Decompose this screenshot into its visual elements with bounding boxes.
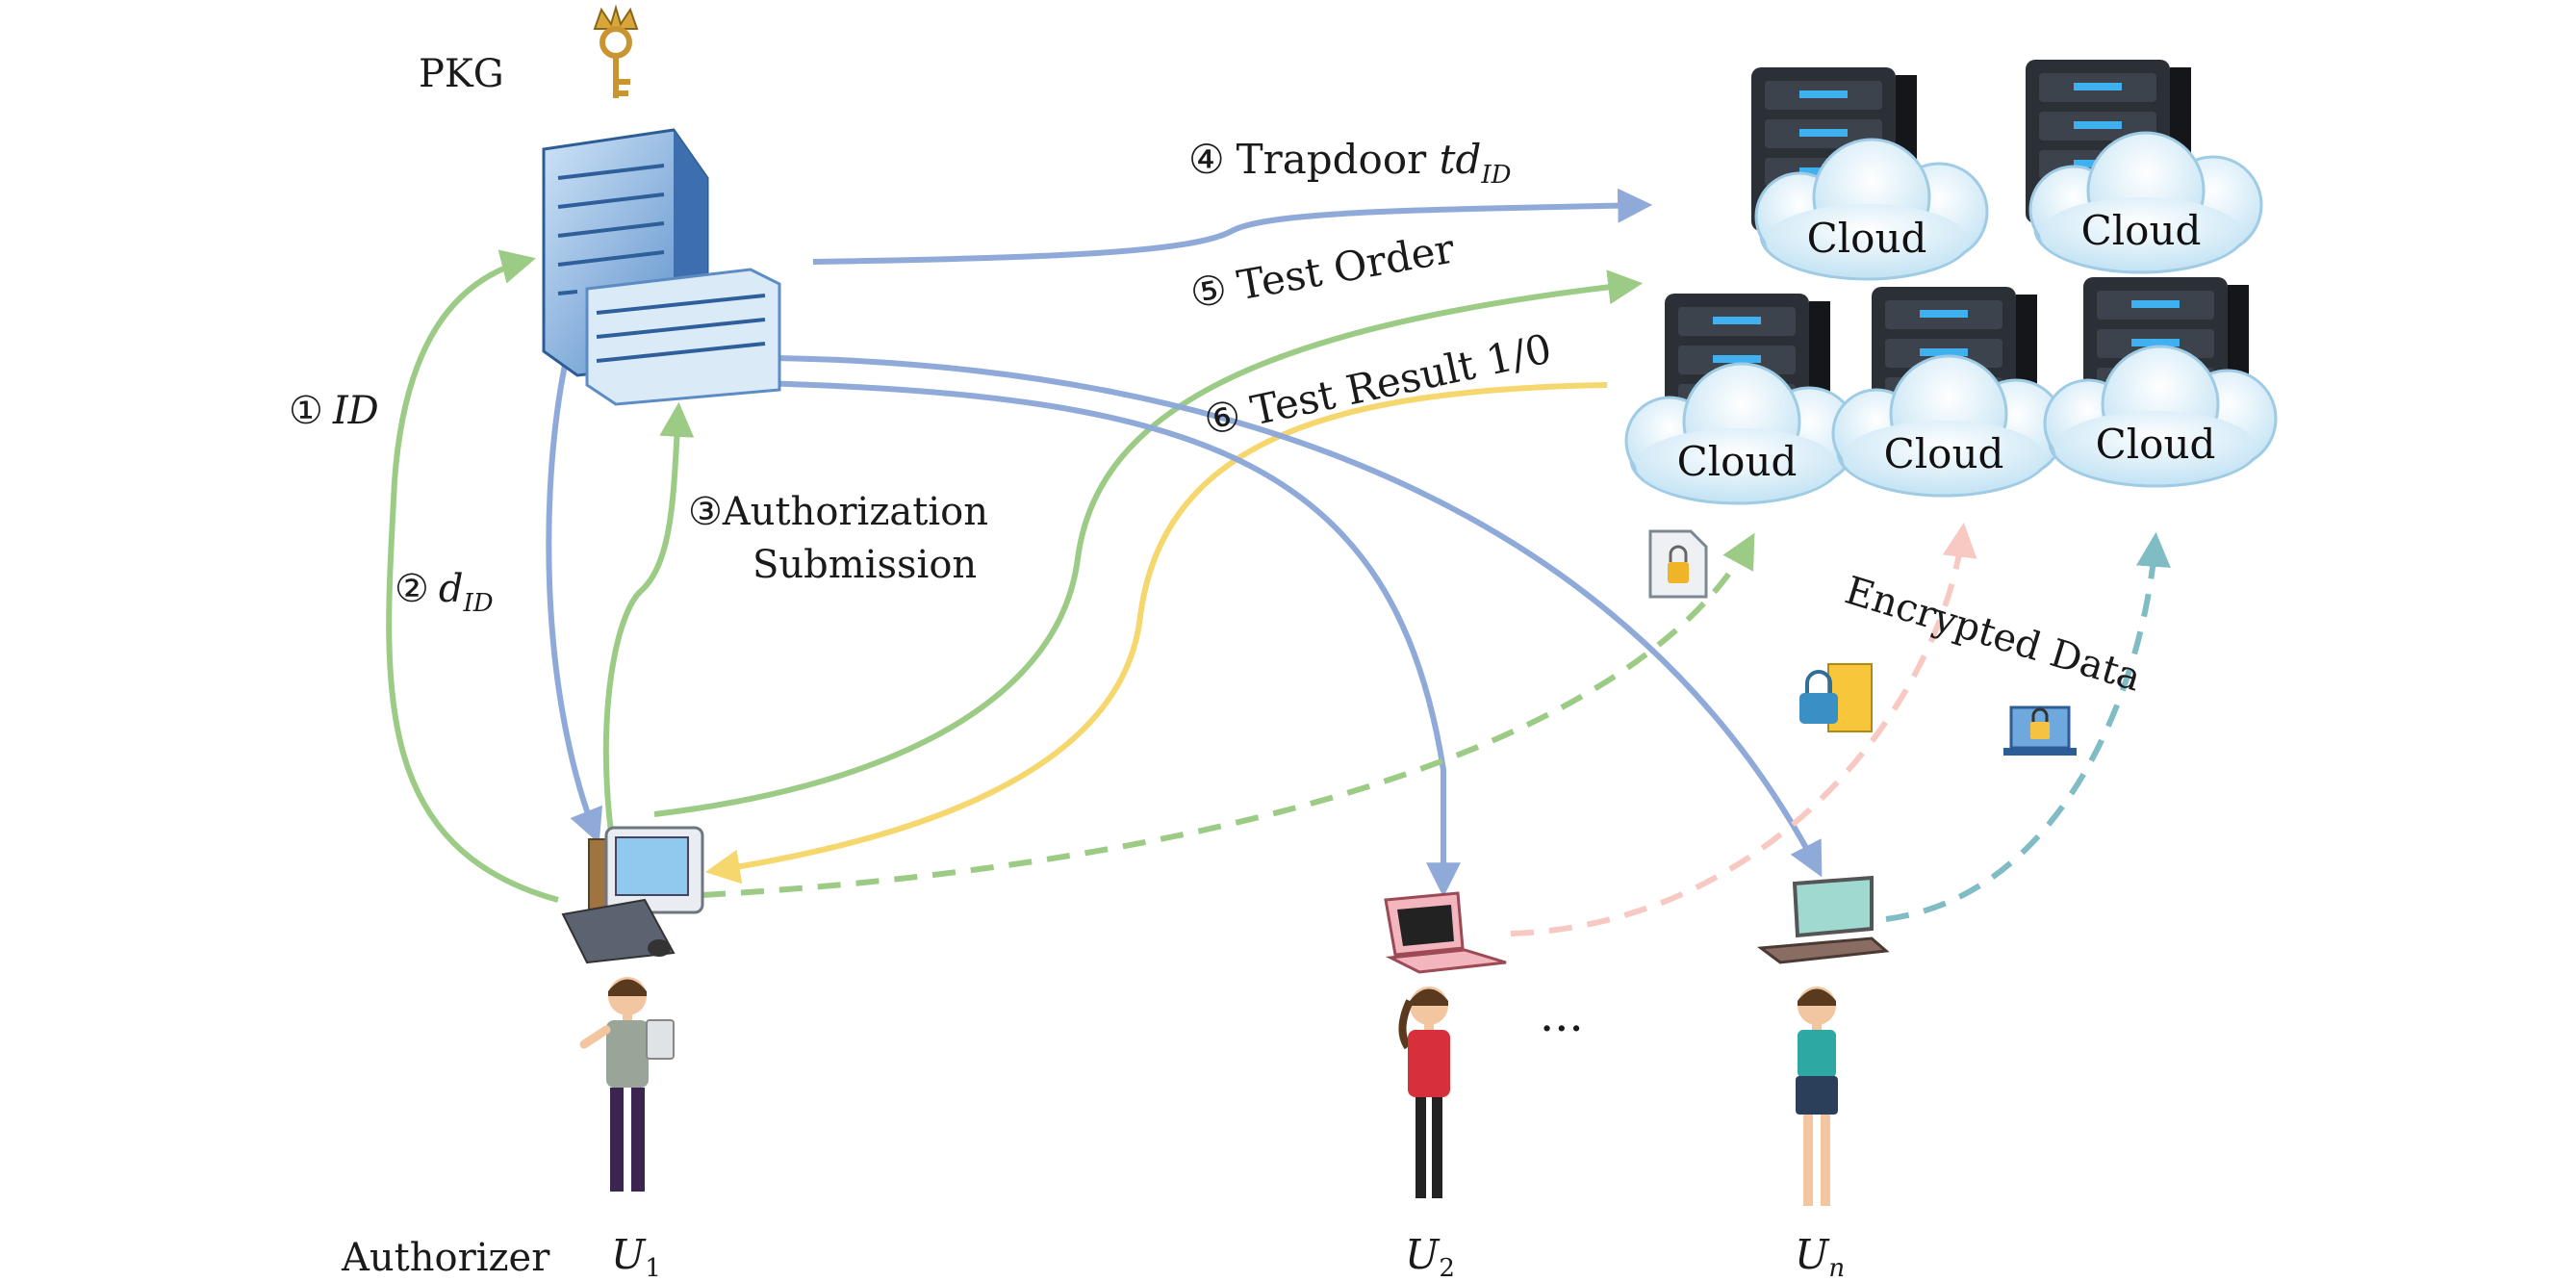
arrow-pkg-un [774, 355, 1823, 878]
u1-label: U1 [611, 1231, 661, 1282]
cloud-label-5: Cloud [2096, 421, 2216, 468]
encrypted-laptop-icon [2003, 705, 2077, 756]
arrow-pkg-u2 [754, 380, 1461, 898]
authorizer-person-icon [579, 977, 675, 1192]
user-u2-person-icon [1398, 987, 1450, 1198]
step5-label: ⑤Test Order [1186, 224, 1459, 318]
authorizer-label: Authorizer [341, 1236, 550, 1280]
cloud-label-4: Cloud [1884, 430, 2004, 477]
un-label: Un [1795, 1231, 1845, 1282]
arrow-u2-encrypted [1510, 522, 1977, 936]
arrow-id [386, 249, 559, 903]
encrypted-file-icon [1648, 529, 1708, 599]
arrow-un-encrypted [1885, 531, 2171, 922]
laptop-un-icon [1756, 875, 1890, 964]
arrow-authorization [602, 401, 695, 833]
user-un-person-icon [1796, 987, 1838, 1206]
arrow-test-order [653, 269, 1644, 817]
cloud-label-1: Cloud [1807, 215, 1927, 262]
pkg-label: PKG [419, 52, 504, 96]
arrow-test-result [704, 382, 1608, 885]
cloud-label-3: Cloud [1677, 438, 1798, 485]
step3-label-line1: ③Authorization [688, 490, 988, 534]
arrow-trapdoor [812, 188, 1653, 265]
encrypted-data-label: Encrypted Data [1840, 569, 2146, 701]
step3-label-line2: Submission [752, 543, 977, 587]
desktop-computer-icon [561, 826, 704, 964]
laptop-u2-icon [1384, 891, 1507, 974]
crown-key-icon [593, 4, 639, 98]
pkg-building-icon [542, 128, 781, 406]
encrypted-circuit-icon [1799, 663, 1873, 732]
cloud-label-2: Cloud [2081, 207, 2202, 254]
u2-label: U2 [1405, 1231, 1455, 1282]
ellipsis-label: ··· [1540, 1002, 1584, 1056]
arrow-did [546, 350, 603, 844]
